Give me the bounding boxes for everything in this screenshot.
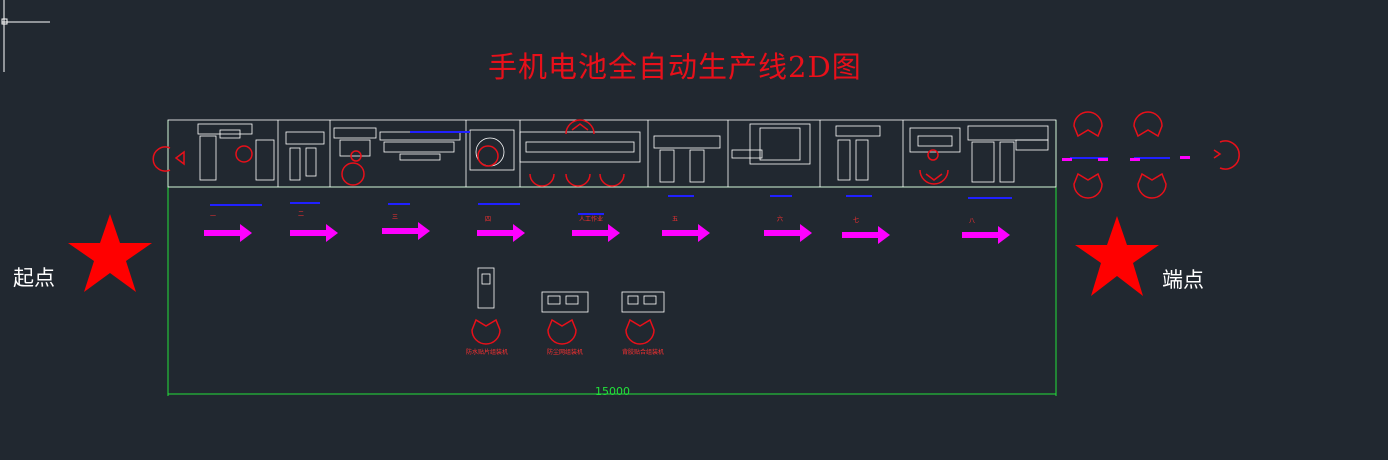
flow-arrow	[204, 224, 252, 242]
machine-details	[197, 123, 1049, 313]
page-title: 手机电池全自动生产线2D图	[488, 50, 862, 84]
station-label: 四	[484, 216, 492, 223]
dimension-label: 15000	[595, 385, 630, 398]
start-label: 起点	[13, 266, 55, 290]
station-label: 五	[671, 216, 679, 223]
start-star-icon	[68, 214, 152, 292]
robot-symbols	[152, 111, 1240, 345]
equipment-label: 防尘网组装机	[546, 349, 584, 356]
station-frame	[167, 119, 1057, 188]
ucs-crosshair-icon	[1, 0, 50, 72]
flow-arrow	[764, 224, 812, 242]
station-label: 人工作业	[578, 216, 604, 223]
flow-arrow	[477, 224, 525, 242]
line-footprint-outline	[167, 120, 1057, 396]
flow-arrow	[290, 224, 338, 242]
station-label: 一	[209, 213, 217, 220]
conveyor-bars	[210, 131, 1170, 215]
station-label: 八	[968, 218, 976, 225]
end-star-icon	[1075, 216, 1159, 296]
flow-arrow	[662, 224, 710, 242]
station-label: 三	[391, 214, 399, 221]
end-small-arrows	[1062, 156, 1190, 161]
flow-arrow	[962, 226, 1010, 244]
flow-arrow	[842, 226, 890, 244]
equipment-label: 背胶贴合组装机	[621, 349, 665, 356]
flow-arrow	[382, 222, 430, 240]
flow-arrow	[572, 224, 620, 242]
station-label: 二	[297, 211, 305, 218]
station-label: 七	[852, 217, 860, 224]
station-label: 六	[776, 216, 784, 223]
flow-arrows	[204, 222, 1010, 244]
end-label: 端点	[1162, 268, 1204, 292]
equipment-label: 防水贴片组装机	[465, 349, 509, 356]
